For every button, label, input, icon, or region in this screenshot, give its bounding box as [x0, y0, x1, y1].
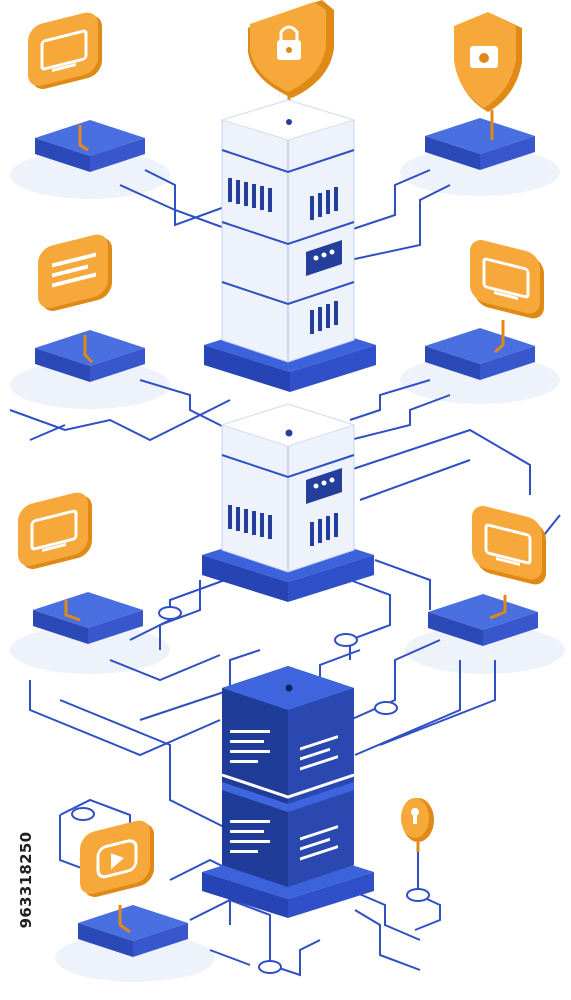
database-rack-icon [202, 629, 374, 918]
stock-id-label: 963318250 [6, 0, 46, 1000]
shield-user-icon [454, 12, 522, 112]
video-card-icon [80, 816, 154, 901]
monitor-card-icon [472, 503, 546, 588]
ground-shadows [10, 148, 565, 982]
document-card-icon [38, 230, 112, 315]
monitor-card-icon [18, 488, 92, 573]
connection-nodes [71, 606, 430, 974]
server-tower-icon [204, 99, 376, 392]
server-tower-icon [202, 403, 374, 602]
monitor-card-icon [470, 237, 544, 322]
stock-id-text: 963318250 [17, 831, 35, 929]
shield-lock-icon [248, 0, 334, 98]
monitor-card-icon [28, 8, 102, 93]
keyhole-pin-icon [401, 798, 434, 852]
